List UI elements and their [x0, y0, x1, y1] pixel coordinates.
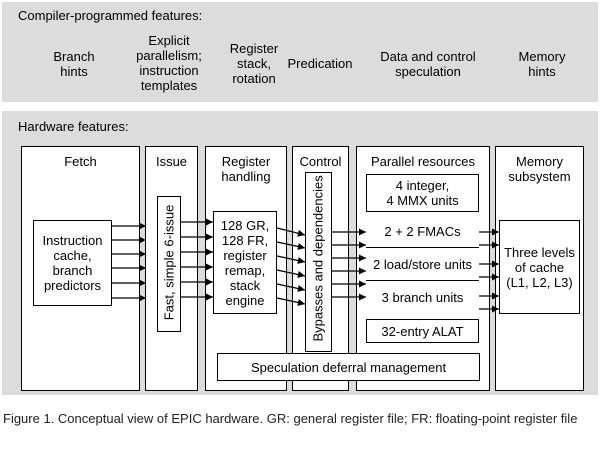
- register-handling-title: Register handling: [221, 154, 271, 184]
- alat-box: 32-entry ALAT: [366, 319, 479, 343]
- arrow-register-control: [276, 269, 306, 279]
- memory-subsystem-title: Memory subsystem: [508, 154, 571, 184]
- issue-title: Issue: [155, 154, 188, 169]
- feature-memory-hints: Memory hints: [518, 49, 566, 79]
- hardware-features-title: Hardware features:: [18, 119, 129, 134]
- feature-data-control-speculation: Data and control speculation: [380, 49, 476, 79]
- arrow-register-control: [276, 227, 306, 237]
- figure-caption: Figure 1. Conceptual view of EPIC hardwa…: [3, 411, 578, 426]
- feature-branch-hints: Branch hints: [53, 49, 95, 79]
- control-title: Control: [299, 154, 342, 169]
- parallel-resources-title: Parallel resources: [370, 154, 476, 169]
- arrow-register-control: [276, 241, 306, 251]
- cache-levels-box: Three levels of cache (L1, L2, L3): [499, 220, 580, 314]
- integer-mmx-units: 4 integer, 4 MMX units: [366, 174, 479, 212]
- register-file-box: 128 GR, 128 FR, register remap, stack en…: [213, 211, 277, 314]
- arrow-register-control: [276, 255, 306, 265]
- compiler-features-panel: Compiler-programmed features: Branch hin…: [2, 2, 598, 102]
- bypasses-box: [305, 172, 332, 352]
- issue-box: [157, 196, 181, 332]
- fmac-units: 2 + 2 FMACs: [366, 215, 479, 248]
- feature-explicit-parallelism: Explicit parallelism; instruction templa…: [136, 33, 202, 93]
- feature-predication: Predication: [287, 56, 353, 71]
- compiler-features-title: Compiler-programmed features:: [18, 8, 203, 23]
- instruction-cache-box: Instruction cache, branch predictors: [33, 220, 112, 306]
- feature-register-stack: Register stack, rotation: [229, 41, 279, 86]
- arrow-register-control: [276, 283, 306, 293]
- load-store-units: 2 load/store units: [366, 248, 479, 281]
- arrow-register-control: [276, 297, 306, 307]
- speculation-deferral-box: Speculation deferral management: [217, 353, 480, 381]
- branch-units: 3 branch units: [366, 281, 479, 314]
- fetch-title: Fetch: [64, 154, 97, 169]
